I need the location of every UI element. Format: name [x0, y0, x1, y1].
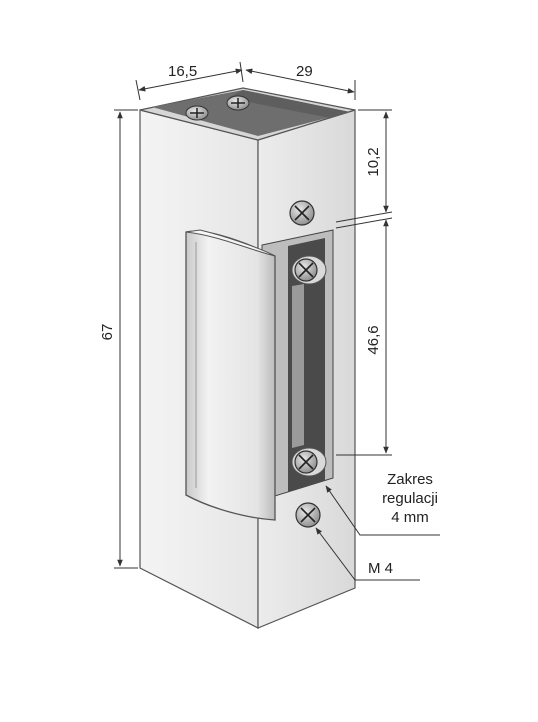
label-adjust-line2: regulacji [382, 490, 438, 507]
latch [185, 229, 276, 521]
latch-top-curve [185, 229, 276, 257]
label-height: 67 [99, 324, 116, 341]
terminal-screws [185, 95, 250, 121]
dimension-lines [114, 61, 440, 581]
label-screw-size: M 4 [368, 560, 393, 577]
terminal-screw-icon [226, 95, 250, 111]
latch-body [185, 230, 276, 521]
dim-line-top-width [245, 68, 355, 94]
dimension-labels: 16,5 29 67 10,2 46,6 Zakres regulacji 4 … [99, 63, 438, 577]
adjustment-slot [261, 229, 334, 501]
slot-lower-screw-icon [291, 447, 327, 477]
label-top-depth: 16,5 [168, 63, 197, 80]
screw-size-leader [315, 527, 420, 581]
top-face-shadow [228, 90, 350, 118]
label-slot-length: 46,6 [365, 325, 382, 354]
top-face-terminal-block [152, 90, 350, 136]
adjust-range-leader [325, 485, 440, 536]
label-adjust-line1: Zakres [387, 471, 433, 488]
terminal-screw-icon [185, 105, 209, 121]
label-adjust-line3: 4 mm [391, 509, 429, 526]
slot-upper-screw-icon [291, 255, 327, 285]
top-screw-icon [289, 200, 315, 226]
dim-line-top-depth [138, 68, 243, 92]
label-top-section: 10,2 [365, 147, 382, 176]
faceplate-screws [289, 200, 327, 528]
label-top-width: 29 [296, 63, 313, 80]
slot-inner-highlight [292, 284, 304, 448]
bottom-screw-icon [295, 502, 321, 528]
